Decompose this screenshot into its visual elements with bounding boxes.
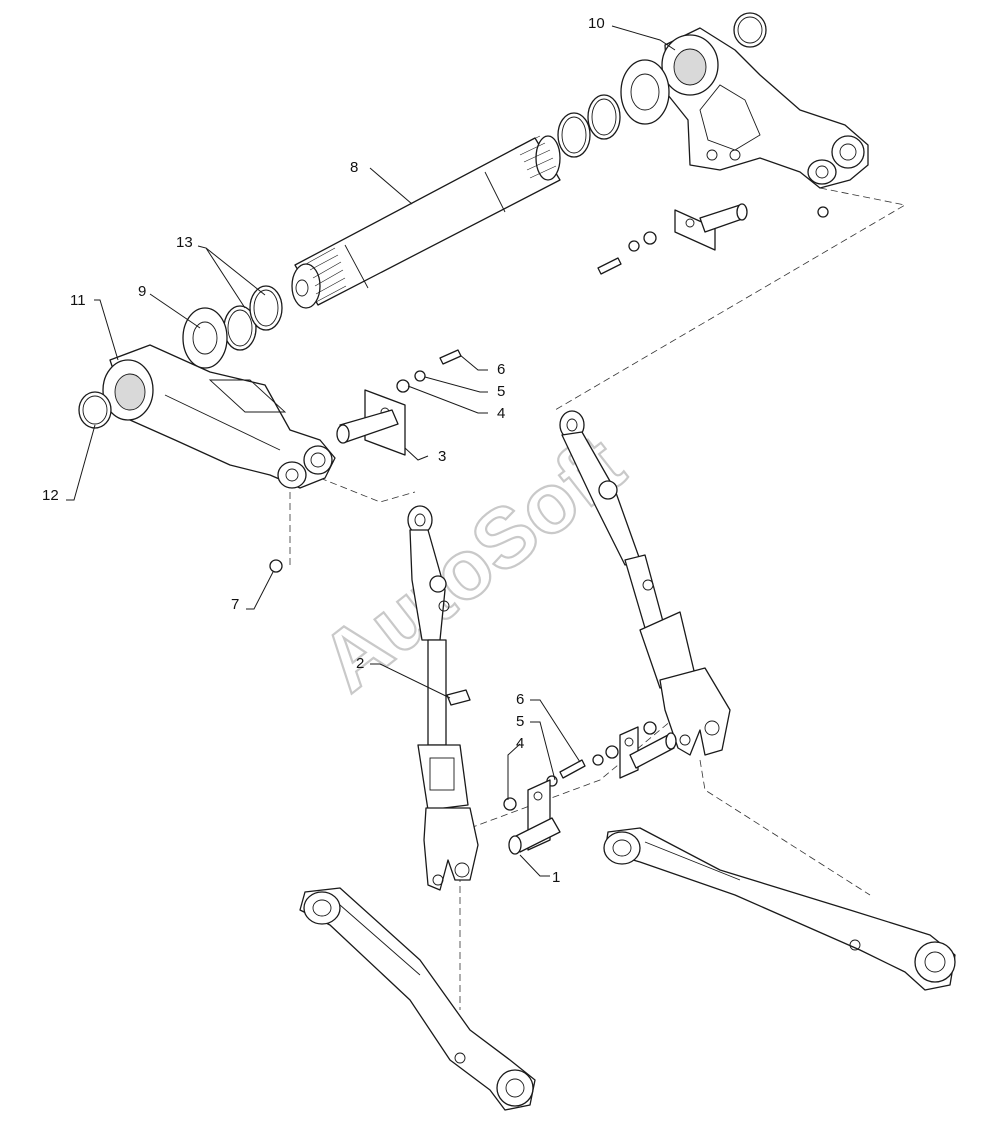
callout-8: 8: [350, 159, 358, 176]
callout-5-lower: 5: [516, 713, 524, 730]
lift-arm-pin-upper: [336, 389, 406, 456]
callout-4-lower: 4: [516, 735, 524, 752]
callout-10: 10: [588, 15, 605, 32]
callout-3: 3: [438, 448, 446, 465]
callout-12: 12: [42, 487, 59, 504]
right-lift-rod: [559, 410, 731, 756]
callout-9: 9: [138, 283, 146, 300]
lower-link-left: [299, 887, 536, 1111]
callout-1: 1: [552, 869, 560, 886]
right-thrust-washer: [620, 59, 670, 125]
left-lift-rod: [407, 505, 479, 891]
lower-link-pin: [508, 779, 561, 855]
lift-shaft: [291, 135, 561, 309]
shaft-splines-left: [305, 247, 347, 303]
lower-link-right: [603, 827, 956, 991]
callout-7: 7: [231, 596, 239, 613]
callout-6-lower: 6: [516, 691, 524, 708]
leader-lines: [66, 25, 676, 877]
callout-labels: 10 8 13 9 11 12 6 5 4 3 7 2 6 5 4 1: [42, 15, 605, 886]
left-lift-arm: [102, 344, 336, 489]
lift-arm-pin-right: [674, 203, 748, 251]
left-circlip: [78, 391, 112, 429]
left-thrust-washer: [182, 307, 228, 369]
hardware-nut-7: [269, 559, 283, 573]
right-lift-arm: [661, 27, 869, 189]
shaft-splines-right: [514, 135, 557, 179]
callout-4-upper: 4: [497, 405, 505, 422]
lower-link-pin-right: [619, 726, 677, 779]
top-circlip: [733, 12, 767, 48]
callout-2: 2: [356, 655, 364, 672]
callout-6-upper: 6: [497, 361, 505, 378]
callout-5-upper: 5: [497, 383, 505, 400]
seal-rings-left: [223, 285, 283, 351]
callout-11: 11: [70, 292, 86, 309]
callout-13: 13: [176, 234, 193, 251]
hardware-upper: [396, 349, 462, 393]
rod-clip: [446, 689, 471, 706]
seal-rings-right: [557, 94, 621, 158]
hardware-right: [597, 206, 829, 275]
